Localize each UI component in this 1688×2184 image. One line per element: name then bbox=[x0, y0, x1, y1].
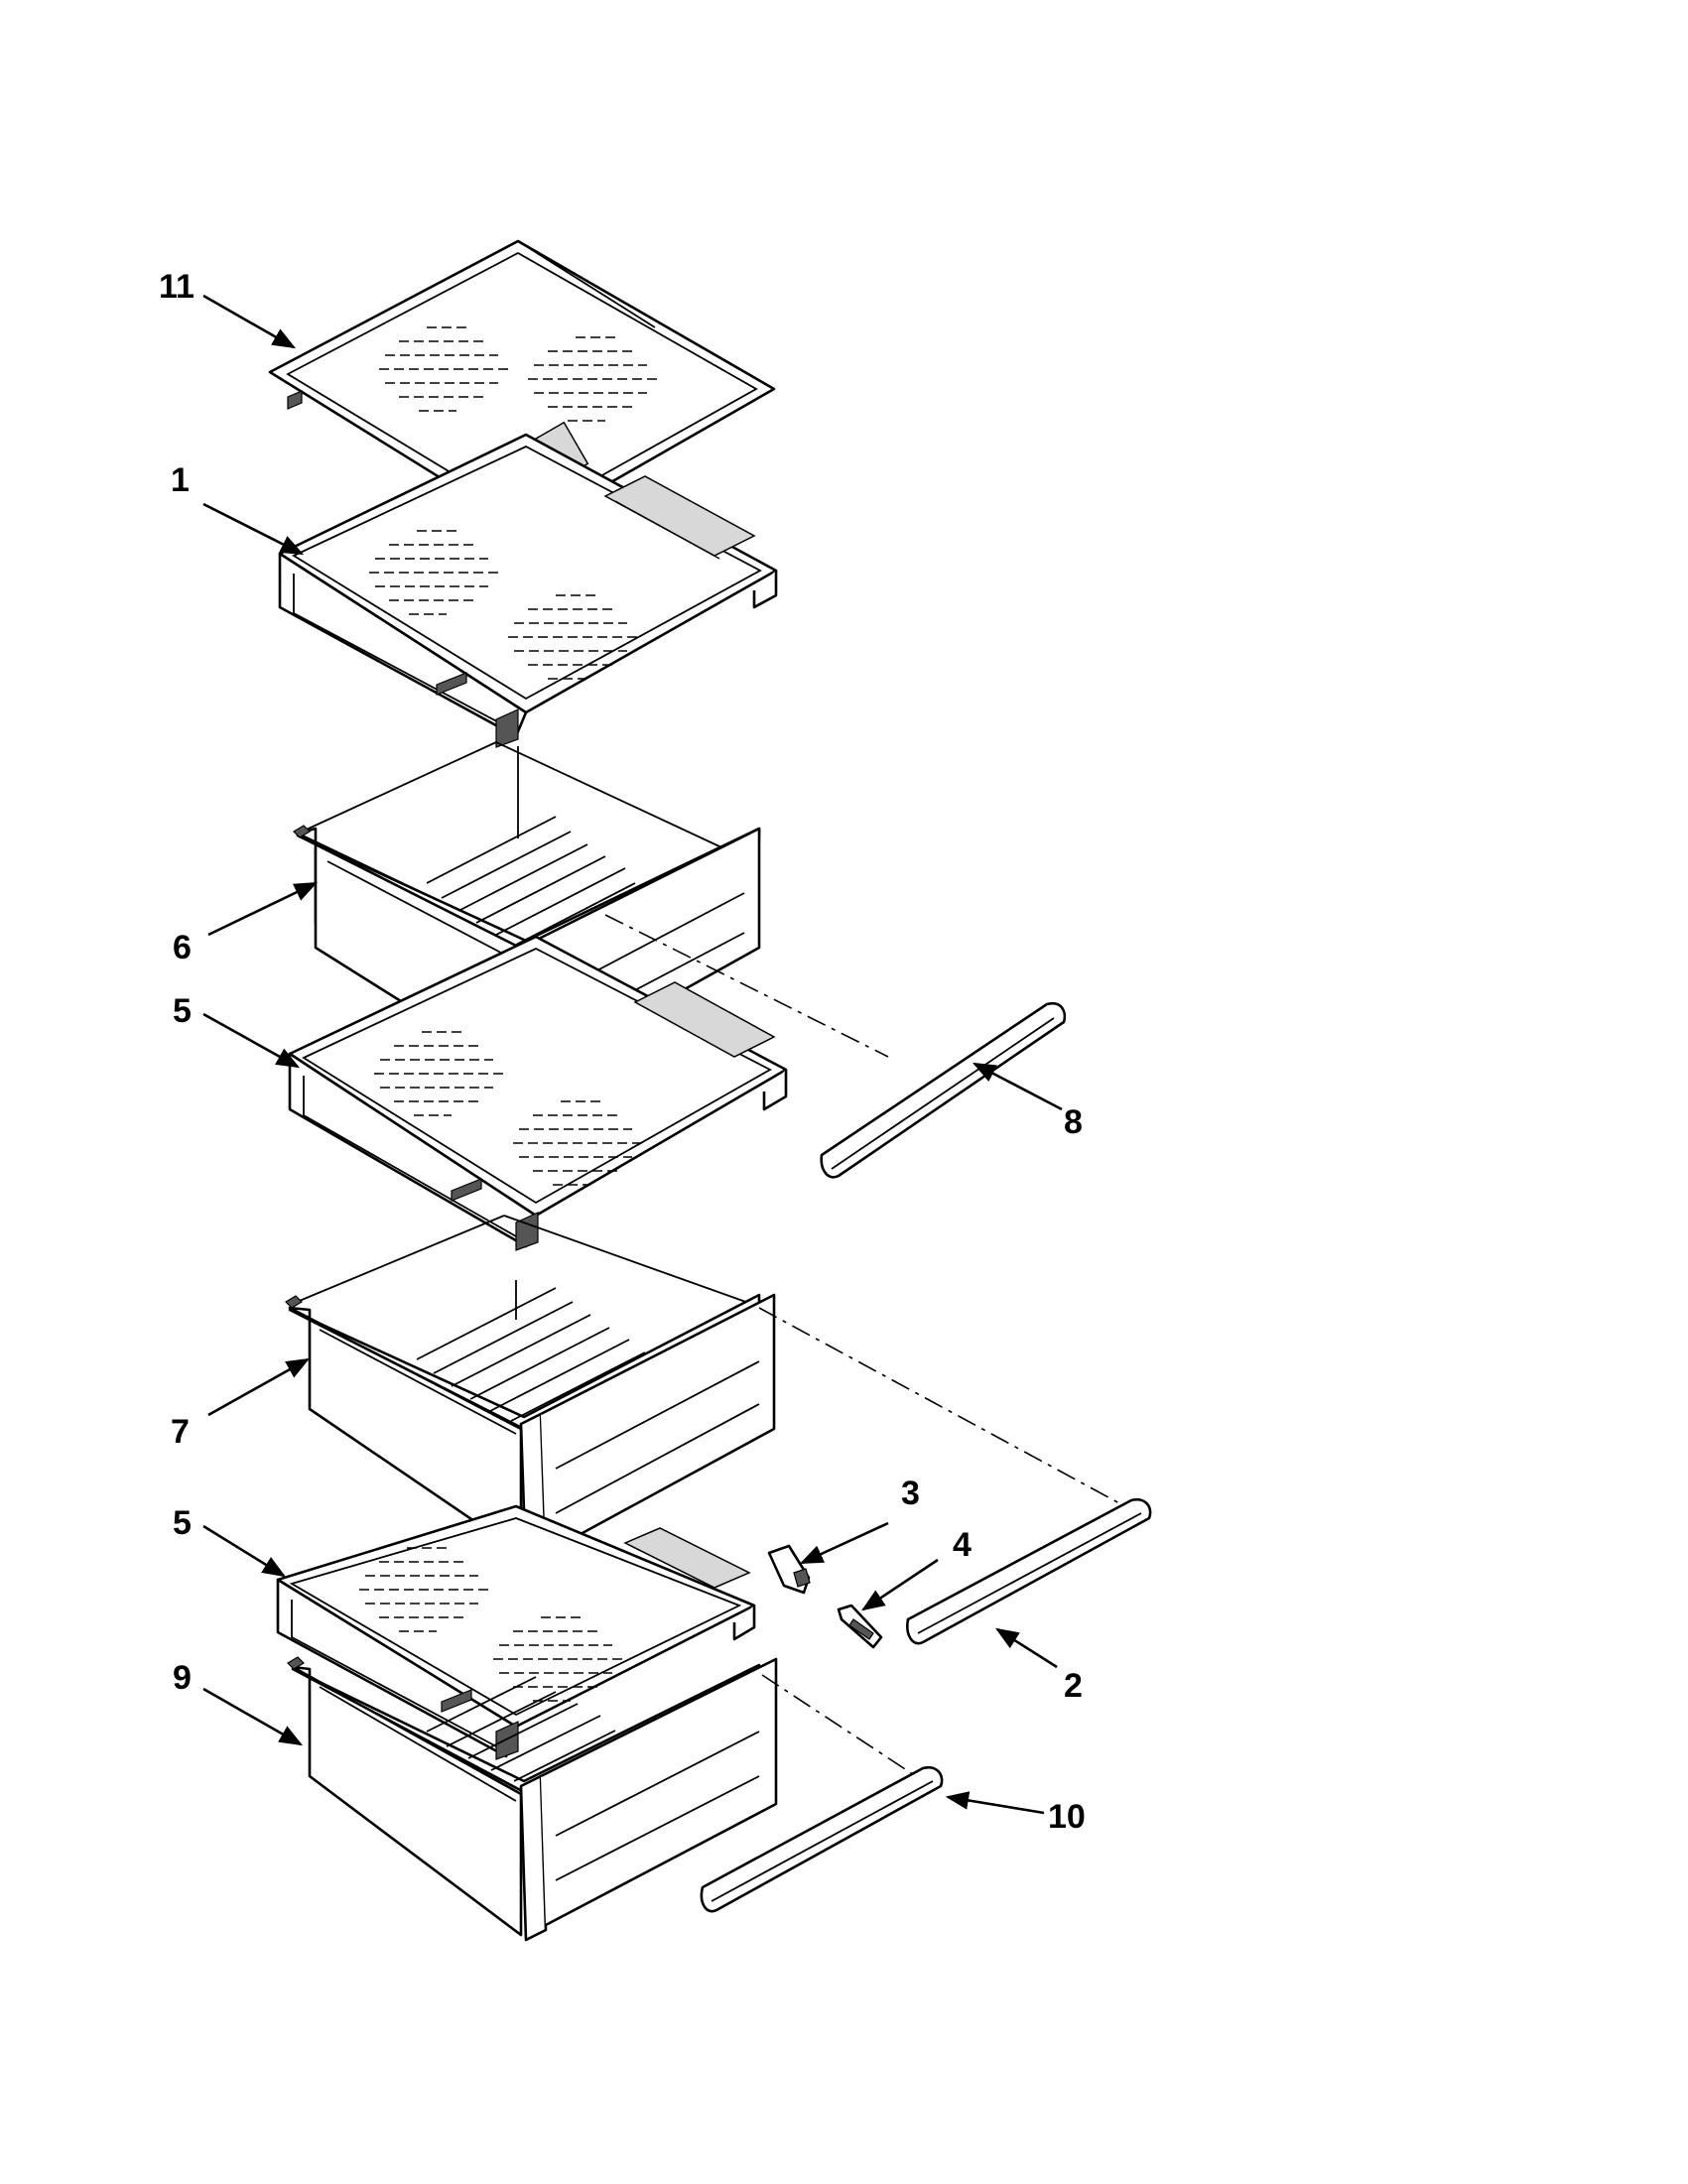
leader-4 bbox=[861, 1558, 939, 1611]
callout-5-upper: 5 bbox=[173, 992, 192, 1030]
callout-3: 3 bbox=[901, 1475, 920, 1512]
drawer-trim-part-10 bbox=[700, 1765, 944, 1913]
callout-9: 9 bbox=[173, 1659, 192, 1697]
shelf-frame-part-5-upper bbox=[288, 935, 788, 1251]
leader-2 bbox=[995, 1627, 1058, 1669]
callout-10: 10 bbox=[1048, 1798, 1086, 1836]
guide-line-6-8 bbox=[604, 914, 889, 1058]
callout-1: 1 bbox=[171, 461, 190, 499]
leader-1 bbox=[202, 502, 305, 556]
leader-6 bbox=[207, 881, 319, 937]
callout-7: 7 bbox=[171, 1413, 190, 1451]
leader-3 bbox=[799, 1521, 889, 1565]
callout-11: 11 bbox=[159, 268, 195, 306]
leader-5-lower bbox=[202, 1524, 286, 1578]
leader-11 bbox=[202, 294, 297, 349]
leader-8 bbox=[972, 1062, 1063, 1111]
crisper-drawer-part-7 bbox=[285, 1215, 776, 1570]
clip-part-4 bbox=[837, 1604, 883, 1649]
leader-10 bbox=[945, 1791, 1045, 1815]
guide-line-9-10 bbox=[761, 1674, 932, 1787]
drawer-part-9 bbox=[287, 1656, 778, 1942]
leader-9 bbox=[202, 1687, 304, 1746]
leader-7 bbox=[207, 1357, 311, 1417]
guide-line-7-2 bbox=[758, 1307, 1120, 1504]
bracket-part-3 bbox=[767, 1544, 811, 1595]
callout-5-lower: 5 bbox=[173, 1504, 192, 1542]
drawer-trim-part-8 bbox=[820, 1001, 1067, 1179]
callout-6: 6 bbox=[173, 929, 192, 966]
shelf-frame-part-1 bbox=[278, 433, 778, 748]
callout-8: 8 bbox=[1064, 1103, 1083, 1141]
leader-arrows bbox=[202, 294, 1063, 1815]
leader-5-upper bbox=[202, 1012, 301, 1069]
shelf-frame-part-5-lower bbox=[276, 1504, 756, 1760]
callout-labels: 11 1 6 5 8 7 3 4 5 2 9 10 bbox=[159, 268, 1086, 1836]
drawer-trim-part-2 bbox=[906, 1497, 1152, 1645]
callout-2: 2 bbox=[1064, 1667, 1083, 1705]
callout-4: 4 bbox=[953, 1526, 972, 1564]
